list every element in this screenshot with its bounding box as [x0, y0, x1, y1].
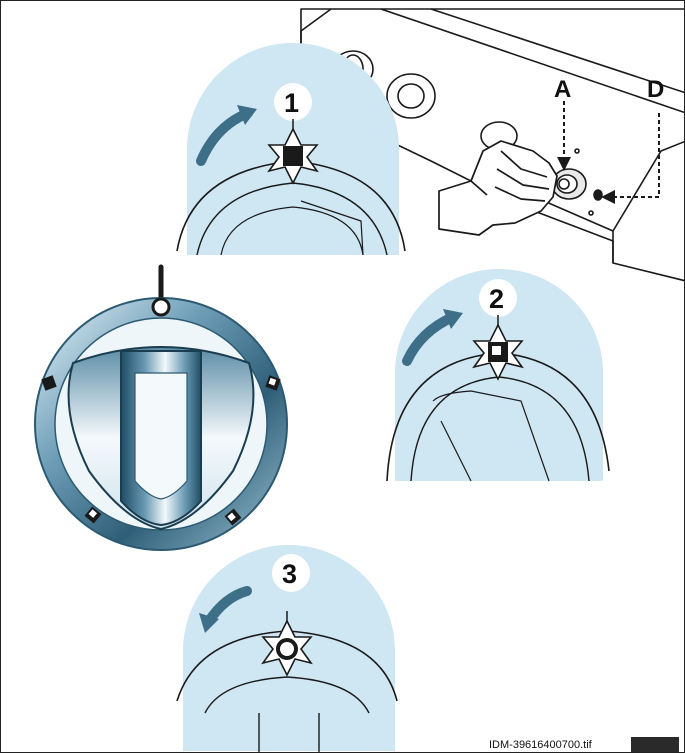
callout-a-label: A — [554, 76, 571, 103]
step-2-bubble: 2 — [387, 269, 609, 481]
image-filename-caption: IDM-39616400700.tif — [489, 739, 592, 751]
callout-d-label: D — [647, 76, 664, 103]
large-knob-illustration — [35, 267, 287, 550]
step-1-number: 1 — [284, 88, 299, 118]
corner-bar — [631, 737, 679, 753]
step-3-number: 3 — [282, 559, 297, 589]
step-2-number: 2 — [489, 284, 504, 314]
step-3-bubble: 3 — [177, 545, 397, 753]
circle-icon — [278, 640, 296, 658]
filled-square-icon — [283, 146, 303, 166]
